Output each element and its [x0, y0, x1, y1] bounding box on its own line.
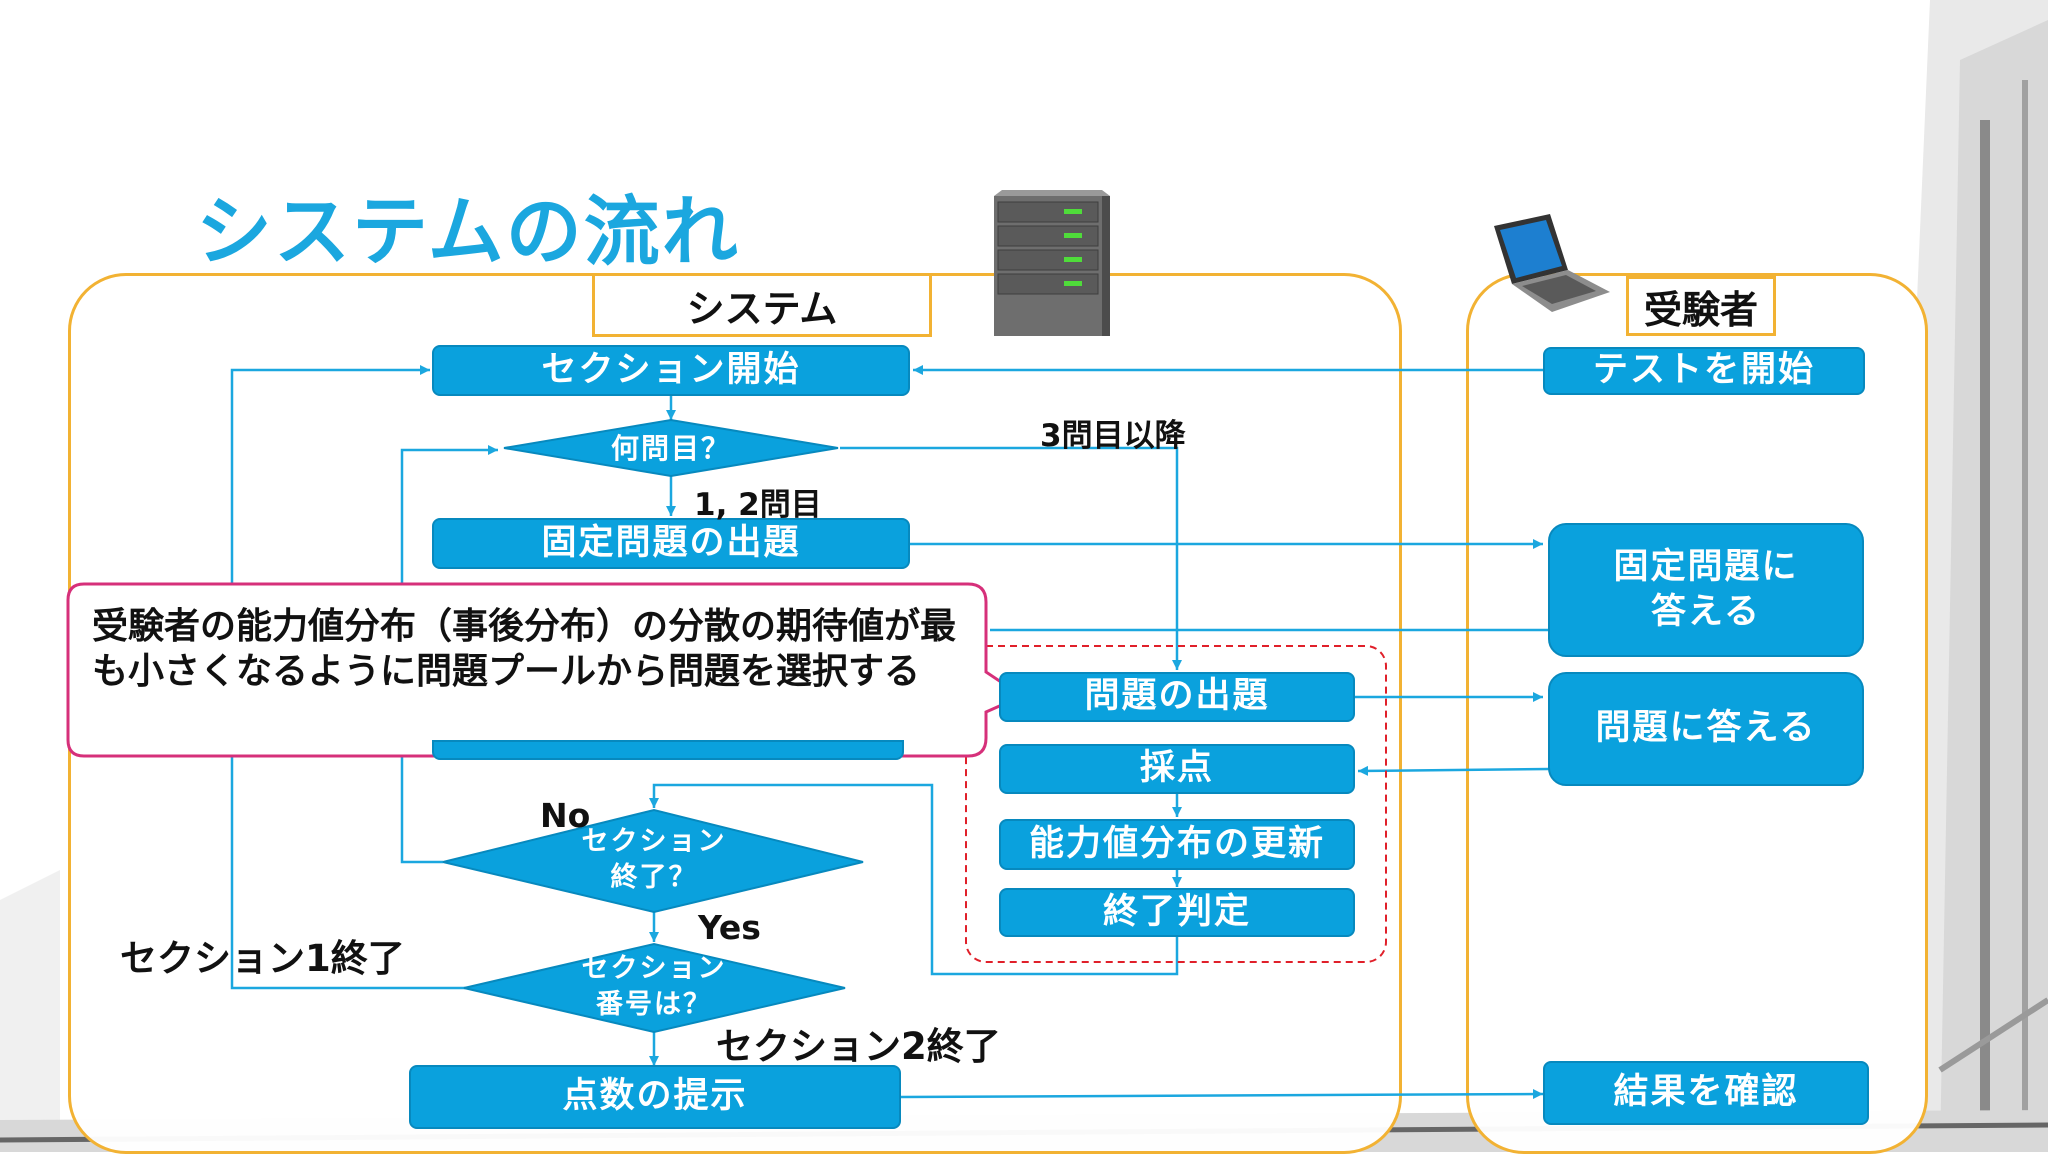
arrow-which-to-question [840, 446, 1182, 670]
update-distribution-box: 能力値分布の更新 [999, 819, 1355, 870]
which-question-label: 何問目？ [610, 432, 731, 465]
show-score-box: 点数の提示 [409, 1065, 901, 1129]
section-end-diamond [442, 808, 864, 914]
arrow-score-to-result [900, 1089, 1544, 1100]
check-result-box: 結果を確認 [1543, 1061, 1869, 1125]
yes-label: Yes [698, 908, 761, 947]
section-start-box: セクション開始 [432, 345, 910, 396]
system-panel-label: システム [592, 273, 932, 337]
laptop-icon [1494, 214, 1610, 312]
answer-question-box: 問題に答える [1548, 672, 1864, 786]
start-test-box: テストを開始 [1543, 347, 1865, 395]
answer-fixed-box: 固定問題に 答える [1548, 523, 1864, 657]
first-second-label: 1, 2問目 [694, 487, 822, 523]
end-judgement-box: 終了判定 [999, 888, 1355, 937]
hidden-box-edge [432, 740, 904, 760]
server-icon [994, 190, 1110, 336]
third-onward-label: 3問目以降 [1040, 418, 1186, 454]
examinee-panel-label: 受験者 [1626, 276, 1776, 336]
callout-text: 受験者の能力値分布（事後分布）の分散の期待値が最も小さくなるように問題プールから… [92, 606, 957, 692]
scoring-box: 採点 [999, 744, 1355, 794]
section-number-label: セクション 番号は？ [581, 953, 727, 1021]
callout-shape [66, 582, 1026, 758]
page-title: システムの流れ [196, 187, 740, 276]
fixed-question-box: 固定問題の出題 [432, 518, 910, 569]
no-label: No [540, 796, 591, 835]
section-number-diamond [463, 942, 846, 1034]
arrow-answer-to-scoring [1357, 765, 1550, 776]
section-end-label: セクション 終了？ [581, 826, 727, 894]
section2-end-label: セクション2終了 [716, 1025, 1001, 1068]
line-judge-loop [649, 783, 1179, 976]
question-out-box: 問題の出題 [999, 672, 1355, 722]
which-question-diamond [503, 418, 839, 478]
section1-end-label: セクション1終了 [120, 937, 405, 980]
